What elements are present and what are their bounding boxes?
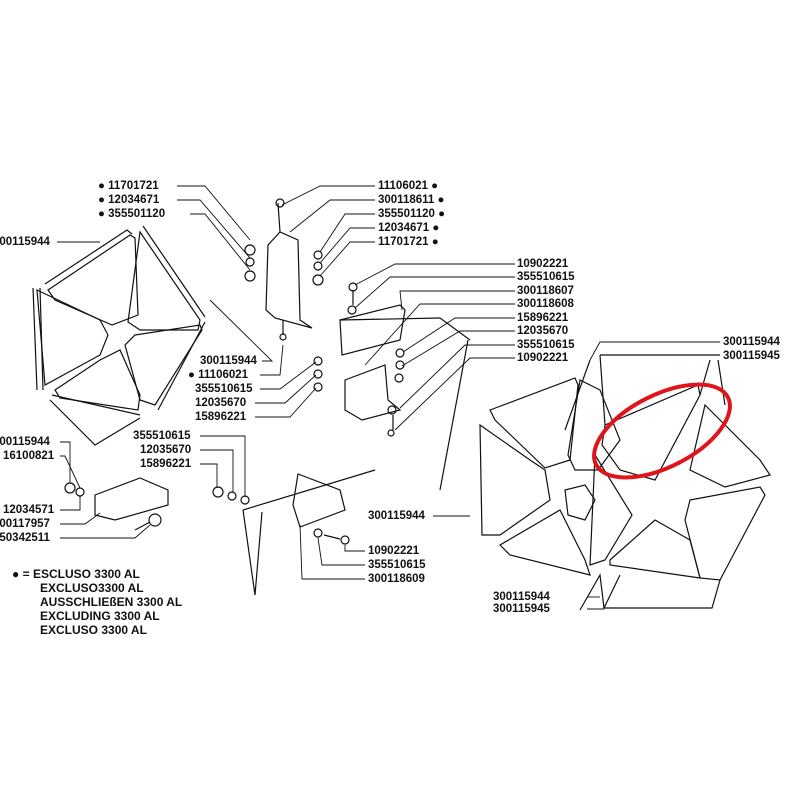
leader-lines xyxy=(57,185,720,610)
part-number: 355501120 xyxy=(378,208,435,220)
bullet-label: 11106021 ● xyxy=(378,180,438,193)
left-wheel xyxy=(32,225,206,446)
bullet-label: ● 12034671 xyxy=(98,194,159,207)
part-number: 300118611 xyxy=(378,194,435,206)
bullet-icon: ● xyxy=(437,194,445,206)
bullet-label: 12034671 ● xyxy=(378,222,439,235)
part-number: 355510615 xyxy=(195,383,253,395)
part-number: 355510615 xyxy=(517,271,575,283)
part-number: 300115944 xyxy=(368,510,425,522)
bullet-icon: ● xyxy=(98,194,105,206)
bullet-label: ● 11701721 xyxy=(98,180,159,193)
part-number: 11106021 xyxy=(198,369,249,381)
bullet-label: ● 11106021 xyxy=(188,369,248,382)
bullet-icon: ● = xyxy=(12,567,30,581)
part-number: 300118607 xyxy=(517,285,574,297)
part-number: 355510615 xyxy=(517,339,575,351)
part-number: 16100821 xyxy=(3,450,55,462)
bullet-label: 300118611 ● xyxy=(378,194,444,207)
bullet-label: ● 355501120 xyxy=(98,208,165,221)
part-number: 300115945 xyxy=(493,603,550,615)
part-number: 15896221 xyxy=(517,312,569,324)
part-number: 355501120 xyxy=(108,208,166,220)
part-number: 11701721 xyxy=(378,236,429,248)
bullet-icon: ● xyxy=(431,236,439,248)
bullet-icon: ● xyxy=(98,208,105,220)
part-number: 12034671 xyxy=(108,194,160,206)
bullet-icon: ● xyxy=(431,180,439,192)
part-number: 300115944 xyxy=(723,336,780,348)
part-number: 355510615 xyxy=(133,430,191,442)
part-number: 355510615 xyxy=(368,559,426,571)
part-number: 12035670 xyxy=(195,397,247,409)
part-number: 300115944 xyxy=(0,436,50,448)
part-number: 11701721 xyxy=(108,180,159,192)
bullet-icon: ● xyxy=(438,208,446,220)
legend-text: EXCLUDING 3300 AL xyxy=(40,609,160,623)
bullet-label: 11701721 ● xyxy=(378,236,439,249)
part-number: 350342511 xyxy=(0,532,50,544)
legend: ● = ESCLUSO 3300 AL EXCLUSO3300 AL AUSSC… xyxy=(12,567,182,637)
right-wheel xyxy=(479,354,771,611)
blade-assembly xyxy=(212,469,376,596)
part-number: 300115945 xyxy=(723,350,780,362)
bullet-label: 355501120 ● xyxy=(378,208,445,221)
legend-text: EXCLUSO3300 AL xyxy=(40,581,144,595)
vertical-bracket xyxy=(244,198,324,392)
part-number: 15896221 xyxy=(195,411,247,423)
part-number: 12035670 xyxy=(517,325,569,337)
highlight-circle xyxy=(592,382,732,480)
part-number: 300117957 xyxy=(0,518,50,530)
part-number: 10902221 xyxy=(517,258,569,270)
bullet-icon: ● xyxy=(432,222,440,234)
part-number: 10902221 xyxy=(368,545,420,557)
part-number: 12034671 xyxy=(378,222,430,234)
legend-row: ● = ESCLUSO 3300 AL xyxy=(12,567,182,581)
part-number: 300118609 xyxy=(368,573,425,585)
part-number: 15896221 xyxy=(140,458,192,470)
bullet-icon: ● xyxy=(188,369,195,381)
legend-text: EXCLUSO 3300 AL xyxy=(40,623,147,637)
part-number: 300118608 xyxy=(517,298,574,310)
part-number: 10902221 xyxy=(517,352,569,364)
part-number: 11106021 xyxy=(378,180,428,192)
mounting-brackets xyxy=(339,282,471,491)
part-number: 12035670 xyxy=(140,444,192,456)
part-number: 300115944 xyxy=(0,236,50,248)
part-number: 300115944 xyxy=(200,355,257,367)
part-number: 300115944 xyxy=(493,591,550,603)
bullet-icon: ● xyxy=(98,180,105,192)
legend-text: AUSSCHLIEßEN 3300 AL xyxy=(40,595,183,609)
legend-text: ESCLUSO 3300 AL xyxy=(32,567,140,581)
part-number: 12034571 xyxy=(3,504,55,516)
